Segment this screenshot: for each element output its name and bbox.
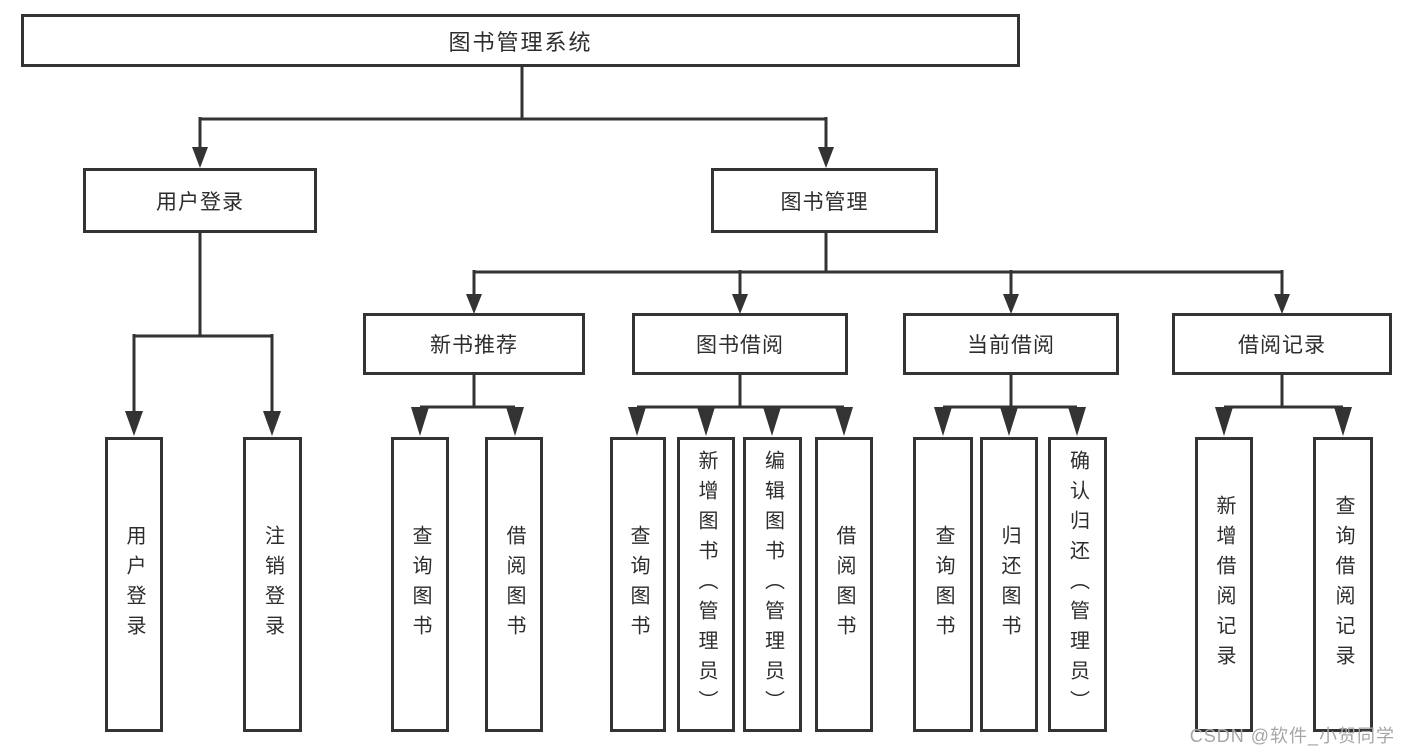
connector-borrowing-records [1215,375,1352,436]
connector-user-login-branch [125,233,281,436]
leaf-query-books-borrowing-label: 查询图书 [627,524,649,645]
leaf-add-borrow-record-label: 新增借阅记录 [1213,494,1235,675]
group-book-borrowing-label: 图书借阅 [696,334,784,357]
connector-book-borrowing [628,375,853,436]
connector-new-book-recommendation [411,375,524,436]
branch-book-management-label: 图书管理 [780,190,869,214]
leaf-query-borrow-record: 查询借阅记录 [1313,437,1373,732]
leaf-query-borrow-record-label: 查询借阅记录 [1332,494,1354,675]
leaf-borrow-books-recommend: 借阅图书 [485,437,543,732]
leaf-query-books-recommend-label: 查询图书 [409,524,431,645]
group-borrowing-records: 借阅记录 [1172,313,1392,375]
branch-user-login-label: 用户登录 [156,190,244,214]
branch-book-management: 图书管理 [711,168,938,233]
leaf-return-books-label: 归还图书 [998,524,1020,645]
leaf-borrow-books-recommend-label: 借阅图书 [503,524,525,645]
group-book-borrowing: 图书借阅 [632,313,848,375]
leaf-logout: 注销登录 [243,437,302,732]
group-current-borrowing-label: 当前借阅 [967,334,1055,357]
group-borrowing-records-label: 借阅记录 [1238,334,1326,357]
branch-user-login: 用户登录 [83,168,317,233]
leaf-query-books-recommend: 查询图书 [391,437,449,732]
leaf-add-books-admin-label: 新增图书（管理员） [695,449,717,720]
leaf-edit-books-admin-label: 编辑图书（管理员） [761,449,784,720]
leaf-query-books-current: 查询图书 [913,437,973,732]
leaf-borrow-books-borrowing: 借阅图书 [815,437,873,732]
group-new-book-recommendation: 新书推荐 [363,313,585,375]
leaf-query-books-borrowing: 查询图书 [610,437,666,732]
group-new-book-recommendation-label: 新书推荐 [430,334,518,357]
group-current-borrowing: 当前借阅 [903,313,1119,375]
leaf-confirm-return-admin: 确认归还（管理员） [1048,437,1107,732]
leaf-query-books-current-label: 查询图书 [932,524,954,645]
node-library-management-system: 图书管理系统 [21,14,1020,67]
node-library-management-system-label: 图书管理系统 [448,29,593,55]
leaf-confirm-return-admin-label: 确认归还（管理员） [1066,449,1089,720]
leaf-add-books-admin: 新增图书（管理员） [677,437,735,732]
leaf-edit-books-admin: 编辑图书（管理员） [743,437,802,732]
leaf-user-login: 用户登录 [105,437,163,732]
connector-book-management-branch [466,233,1290,314]
connector-root-to-branches [192,67,834,168]
csdn-watermark: CSDN @软件_小贺同学 [1189,726,1395,746]
leaf-user-login-label: 用户登录 [123,524,145,645]
leaf-borrow-books-borrowing-label: 借阅图书 [833,524,855,645]
leaf-add-borrow-record: 新增借阅记录 [1195,437,1253,732]
leaf-logout-label: 注销登录 [261,524,284,645]
leaf-return-books: 归还图书 [980,437,1038,732]
connector-current-borrowing [934,375,1086,436]
